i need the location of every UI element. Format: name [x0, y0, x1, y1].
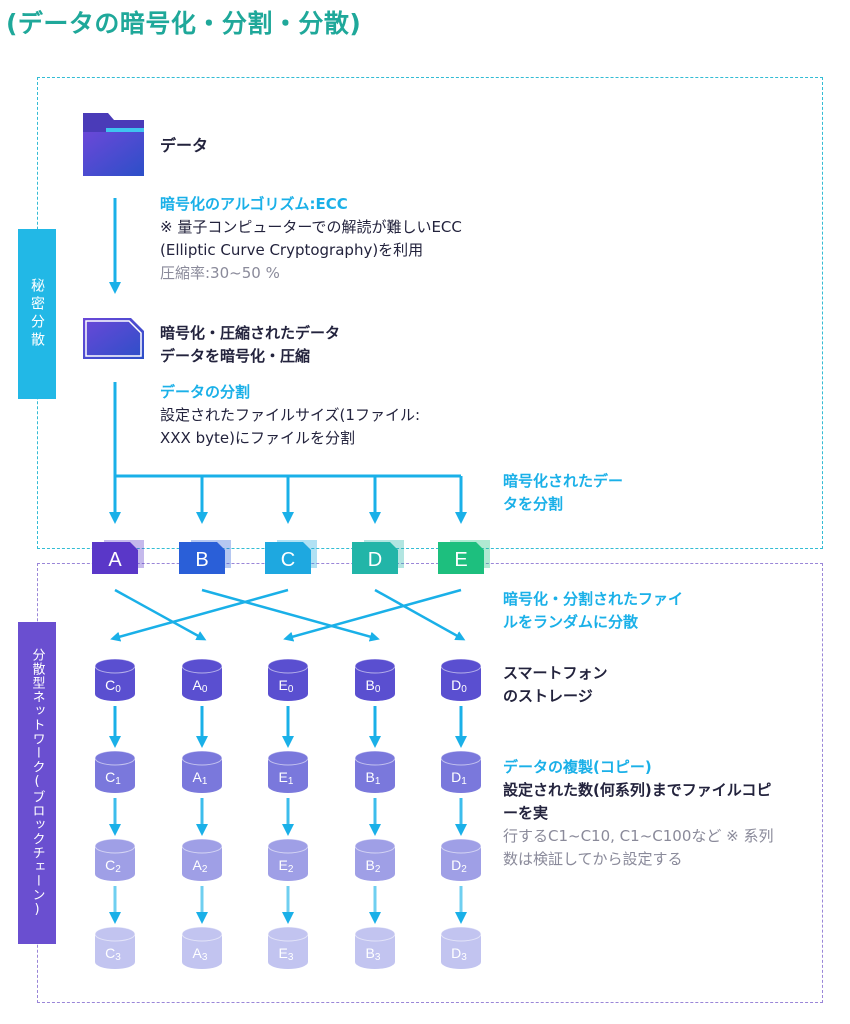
data-label: データ — [160, 136, 209, 155]
file-chip-b: B — [179, 540, 231, 574]
file-chip-label: C — [281, 549, 295, 571]
storage-cylinder: A1 — [181, 750, 223, 793]
storage-label: C2 — [105, 857, 121, 875]
side-label-network: 分散型ネットワーク(ブロックチェーン) — [18, 622, 56, 944]
replica-note: データの複製(コピー) 設定された数(何系列)までファイルコピ ーを実 行するC… — [503, 756, 773, 871]
replica-line3: 行するC1~C10, C1~C100など ※ 系列 — [503, 827, 774, 845]
storage-cylinder: C0 — [94, 658, 136, 701]
storage-label: C1 — [105, 769, 121, 787]
storage-note-line1: スマートフォン — [503, 664, 608, 682]
storage-label: D0 — [451, 677, 467, 695]
split-connector — [109, 382, 467, 524]
replica-line2: ーを実 — [503, 804, 549, 822]
encryption-line3: 圧縮率:30~50 % — [160, 264, 280, 282]
replica-line1: 設定された数(何系列)までファイルコピ — [503, 781, 772, 799]
page-title: (データの暗号化・分割・分散) — [6, 9, 362, 38]
storage-cylinder: D3 — [440, 926, 482, 969]
scatter-note-line1: 暗号化・分割されたファイ — [503, 590, 684, 608]
scatter-connector — [110, 588, 466, 642]
file-chip-d: D — [352, 540, 404, 574]
storage-label: D3 — [451, 945, 467, 963]
storage-label: D2 — [451, 857, 467, 875]
storage-label: B0 — [366, 677, 381, 695]
storage-cylinder: E0 — [267, 658, 309, 701]
encrypted-line1: 暗号化・圧縮されたデータ — [160, 324, 341, 342]
replica-line4: 数は検証してから設定する — [503, 850, 683, 868]
storage-label: E0 — [279, 677, 294, 695]
storage-cylinder: C2 — [94, 838, 136, 881]
storage-cylinder: D0 — [440, 658, 482, 701]
storage-cylinder: C1 — [94, 750, 136, 793]
scatter-note: 暗号化・分割されたファイ ルをランダムに分散 — [503, 588, 683, 634]
storage-note-line2: のストレージ — [503, 687, 593, 705]
replication-arrows — [109, 706, 467, 924]
storage-label: E1 — [279, 769, 294, 787]
encryption-heading: 暗号化のアルゴリズム:ECC — [160, 195, 348, 213]
file-chip-label: D — [368, 549, 382, 571]
storage-label: A2 — [193, 857, 208, 875]
storage-label: B1 — [366, 769, 381, 787]
storage-cylinder: B1 — [354, 750, 396, 793]
split-note-line2: タを分割 — [503, 495, 564, 513]
storage-cylinder: E3 — [267, 926, 309, 969]
file-chip-c: C — [265, 540, 317, 574]
storage-label: A1 — [193, 769, 208, 787]
storage-cylinder: D2 — [440, 838, 482, 881]
replica-heading: データの複製(コピー) — [503, 758, 652, 776]
storage-cylinder: A2 — [181, 838, 223, 881]
storage-cylinder: B0 — [354, 658, 396, 701]
file-chip-label: E — [454, 549, 467, 571]
split-line2: XXX byte)にファイルを分割 — [160, 429, 355, 447]
file-chip-a: A — [92, 540, 144, 574]
storage-cylinder: A3 — [181, 926, 223, 969]
split-line1: 設定されたファイルサイズ(1ファイル: — [160, 406, 421, 424]
storage-cylinder: C3 — [94, 926, 136, 969]
file-chip-label: A — [108, 549, 122, 571]
encrypted-line2: データを暗号化・圧縮 — [160, 347, 311, 365]
storage-note: スマートフォン のストレージ — [503, 662, 608, 708]
storage-cylinder: A0 — [181, 658, 223, 701]
encryption-line2: (Elliptic Curve Cryptography)を利用 — [160, 241, 424, 259]
split-heading: データの分割 — [160, 383, 251, 401]
storage-label: C0 — [105, 677, 121, 695]
side-label-secret: 秘密分散 — [18, 229, 56, 399]
split-block: データの分割 設定されたファイルサイズ(1ファイル: XXX byte)にファイ… — [160, 381, 420, 450]
encryption-line1: ※ 量子コンピューターでの解読が難しいECC — [160, 218, 462, 236]
split-note: 暗号化されたデー タを分割 — [503, 470, 623, 516]
folder-icon — [83, 113, 144, 176]
storage-label: B3 — [366, 945, 381, 963]
storage-label: D1 — [451, 769, 467, 787]
storage-cylinder: B3 — [354, 926, 396, 969]
split-note-line1: 暗号化されたデー — [503, 472, 624, 490]
storage-label: E2 — [279, 857, 294, 875]
encrypted-file-icon — [83, 318, 144, 359]
storage-label: C3 — [105, 945, 121, 963]
encrypted-block: 暗号化・圧縮されたデータ データを暗号化・圧縮 — [160, 322, 340, 368]
storage-label: A3 — [193, 945, 208, 963]
storage-cylinder: E2 — [267, 838, 309, 881]
storage-cylinder: B2 — [354, 838, 396, 881]
file-chip-e: E — [438, 540, 490, 574]
encryption-block: 暗号化のアルゴリズム:ECC ※ 量子コンピューターでの解読が難しいECC (E… — [160, 193, 462, 285]
storage-label: A0 — [193, 677, 208, 695]
storage-label: B2 — [366, 857, 381, 875]
storage-cylinder: D1 — [440, 750, 482, 793]
file-chip-label: B — [195, 549, 208, 571]
storage-cylinder: E1 — [267, 750, 309, 793]
scatter-note-line2: ルをランダムに分散 — [503, 613, 639, 631]
storage-label: E3 — [279, 945, 294, 963]
